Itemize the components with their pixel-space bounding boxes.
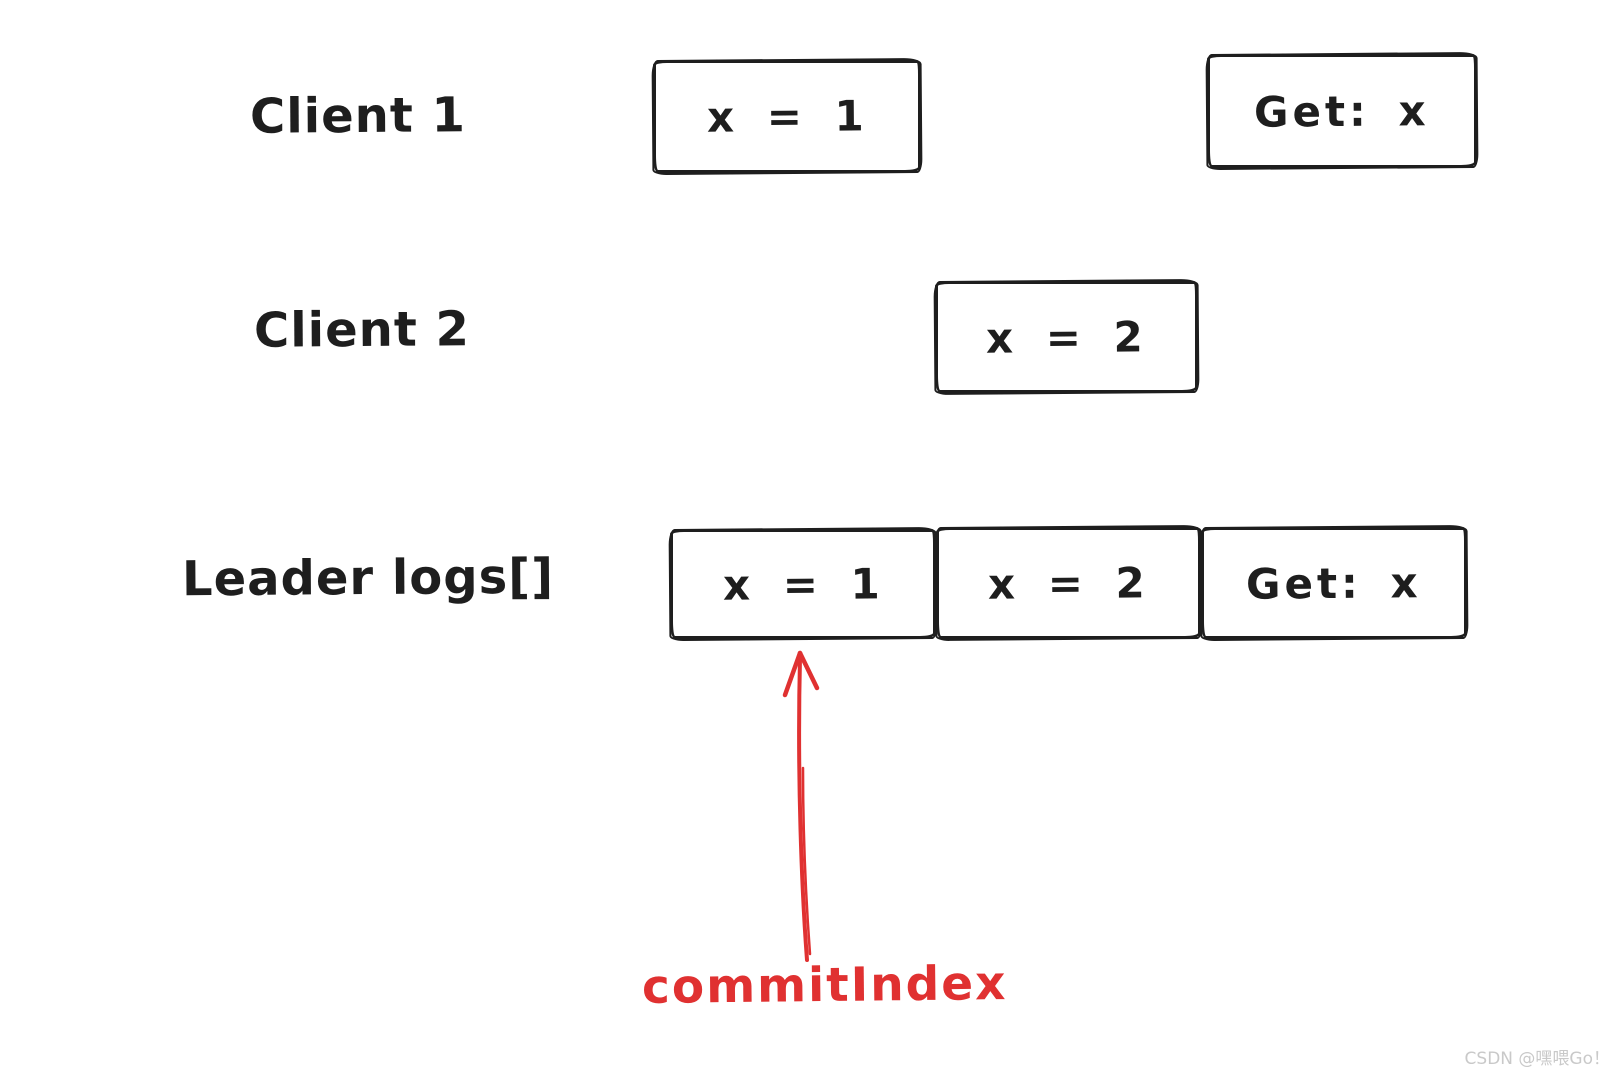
- client2-set-box-text: x = 2: [985, 311, 1148, 363]
- client1-get-box-text: Get: x: [1254, 85, 1430, 137]
- client1-get-box: Get: x: [1207, 54, 1477, 168]
- leader-logs-row-label: Leader logs[]: [181, 548, 555, 608]
- leader-log-entry-3-text: Get: x: [1246, 557, 1422, 609]
- up-arrow-icon: [782, 650, 820, 962]
- client1-set-box: x = 1: [653, 60, 921, 173]
- leader-log-entry-2: x = 2: [936, 527, 1201, 639]
- client1-row-label: Client 1: [249, 87, 467, 145]
- leader-log-entry-1-text: x = 1: [722, 558, 884, 610]
- leader-log-entry-1: x = 1: [670, 529, 936, 639]
- leader-log-entry-3: Get: x: [1201, 527, 1467, 639]
- watermark: CSDN @嘿喂Go！: [1464, 1049, 1610, 1069]
- client1-set-box-text: x = 1: [706, 91, 868, 142]
- client2-set-box: x = 2: [935, 281, 1198, 393]
- commit-index-label: commitIndex: [641, 956, 1008, 1015]
- leader-log-entry-2-text: x = 2: [987, 557, 1150, 609]
- client2-row-label: Client 2: [253, 301, 471, 359]
